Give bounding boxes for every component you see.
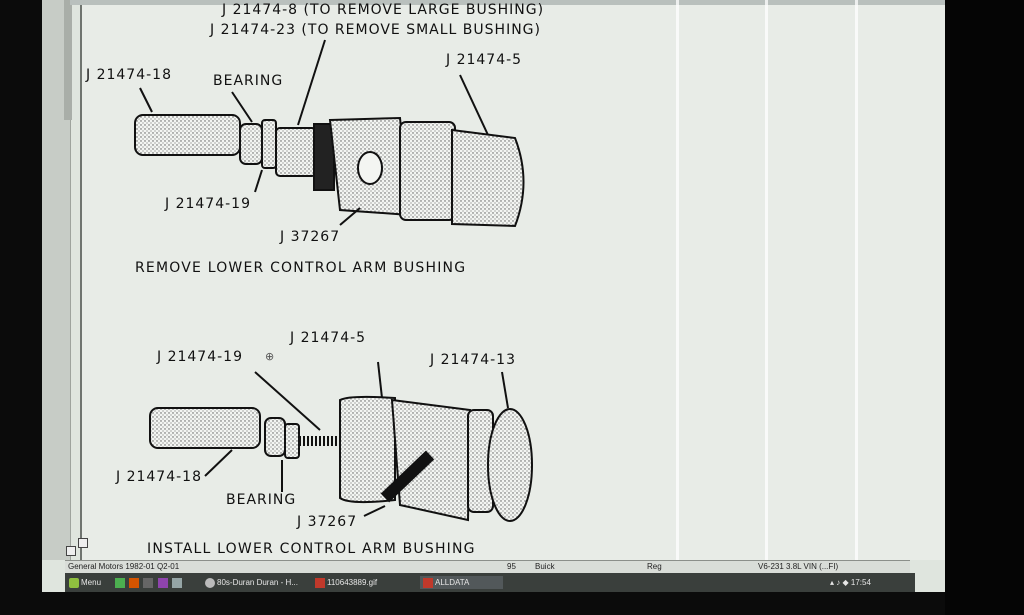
caption-install-bushing: INSTALL LOWER CONTROL ARM BUSHING xyxy=(147,541,476,557)
bottom-washer xyxy=(284,423,300,459)
shield-icon[interactable]: ◆ xyxy=(842,578,849,587)
status-engine: V6-231 3.8L VIN (...FI) xyxy=(758,562,839,571)
launcher-icon[interactable] xyxy=(157,577,168,588)
corner-box-icon[interactable] xyxy=(66,546,76,556)
callout-j21474-18-bottom: J 21474-18 xyxy=(116,469,202,485)
monitor-bezel xyxy=(945,0,1024,615)
callout-bearing-top: BEARING xyxy=(213,73,284,89)
status-make: Buick xyxy=(535,562,555,571)
task-music[interactable]: 80s-Duran Duran - H... xyxy=(205,576,305,589)
callout-bearing-bottom: BEARING xyxy=(226,492,297,508)
screen-streak xyxy=(855,0,858,592)
launcher-icon[interactable] xyxy=(129,577,140,588)
bottom-shaft xyxy=(380,450,435,503)
task-image[interactable]: 110643889.gif xyxy=(315,576,410,589)
callout-j21474-13: J 21474-13 xyxy=(430,352,516,368)
audio-icon xyxy=(205,577,215,588)
corner-box-icon-2[interactable] xyxy=(78,538,88,548)
bottom-bearing xyxy=(264,417,286,457)
launcher-icon[interactable] xyxy=(171,577,182,588)
left-scrollbar[interactable] xyxy=(42,0,72,560)
clock[interactable]: 17:54 xyxy=(850,578,871,587)
volume-icon[interactable]: ♪ xyxy=(836,578,841,587)
taskbar: Menu 80s-Duran Duran - H... 110643889.gi… xyxy=(65,573,915,592)
callout-j21474-5-top: J 21474-5 xyxy=(446,52,523,68)
callout-j37267-top: J 37267 xyxy=(280,229,341,245)
menu-icon xyxy=(69,577,79,588)
top-edge-bar xyxy=(70,0,947,5)
menu-label: Menu xyxy=(81,578,102,587)
launcher-icon[interactable] xyxy=(143,577,154,588)
screen-streak xyxy=(765,0,768,592)
bottom-handle-18 xyxy=(149,407,261,449)
task-alldata[interactable]: ALLDATA xyxy=(420,576,503,589)
top-bearing xyxy=(239,123,263,165)
resize-corner[interactable] xyxy=(66,538,96,558)
launcher-icon[interactable] xyxy=(115,577,125,588)
image-icon xyxy=(315,577,325,588)
menu-button[interactable]: Menu xyxy=(69,576,101,589)
status-source: General Motors 1982-01 Q2-01 xyxy=(68,562,180,571)
caption-remove-bushing: REMOVE LOWER CONTROL ARM BUSHING xyxy=(135,260,467,276)
callout-j21474-19-bottom: J 21474-19 xyxy=(157,349,243,365)
top-washer-19 xyxy=(261,119,277,169)
system-tray[interactable]: ▴ ♪ ◆ 17:54 xyxy=(830,576,871,589)
callout-j21474-19-top: J 21474-19 xyxy=(165,196,251,212)
scrollbar-thumb[interactable] xyxy=(64,0,72,120)
callout-j21474-23: J 21474-23 (TO REMOVE SMALL BUSHING) xyxy=(210,22,541,38)
callout-j21474-5-bottom: J 21474-5 xyxy=(290,330,367,346)
task-music-label: 80s-Duran Duran - H... xyxy=(217,578,298,587)
zoom-cursor-icon[interactable]: ⊕ xyxy=(265,350,276,363)
top-receiver-hole xyxy=(357,151,383,185)
callout-j21474-18-top: J 21474-18 xyxy=(86,67,172,83)
bottom-cup-13 xyxy=(487,408,533,522)
screen-streak xyxy=(676,0,679,592)
top-body xyxy=(399,121,456,221)
status-reg: Reg xyxy=(647,562,662,571)
quicklaunch[interactable] xyxy=(115,576,184,589)
top-cylinder-5 xyxy=(451,128,525,228)
network-icon[interactable]: ▴ xyxy=(830,578,835,587)
bottom-cylinder-5 xyxy=(339,395,396,504)
status-bar: General Motors 1982-01 Q2-01 95 Buick Re… xyxy=(65,560,910,573)
top-handle-18 xyxy=(134,114,241,156)
alldata-icon xyxy=(423,577,433,588)
callout-j21474-8: J 21474-8 (TO REMOVE LARGE BUSHING) xyxy=(222,2,545,18)
top-adapter-8 xyxy=(275,127,317,177)
task-alldata-label: ALLDATA xyxy=(435,578,470,587)
callout-j37267-bottom: J 37267 xyxy=(297,514,358,530)
status-page: 95 xyxy=(507,562,516,571)
task-image-label: 110643889.gif xyxy=(327,578,378,587)
